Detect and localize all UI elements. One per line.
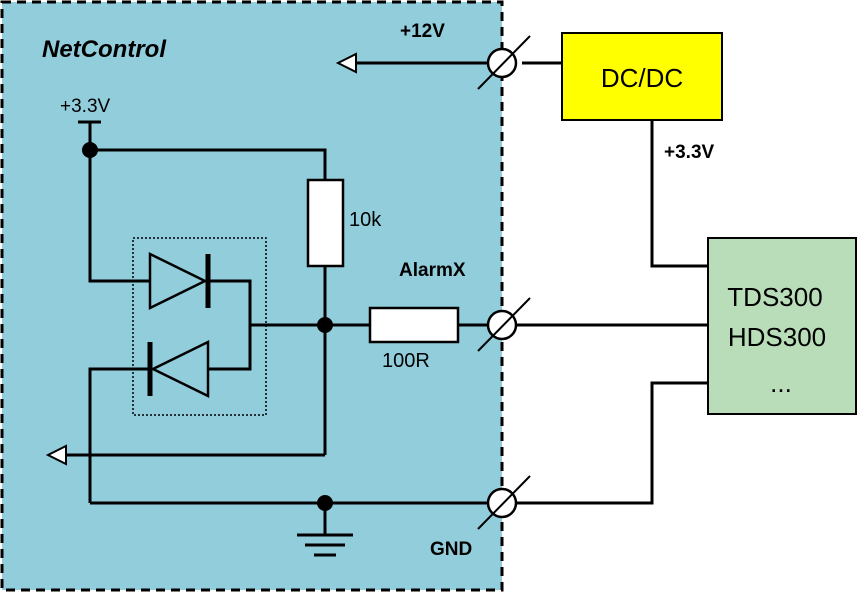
output-arrow-wire bbox=[45, 444, 325, 466]
pullup-resistor-label: 10k bbox=[349, 209, 382, 231]
diode-1 bbox=[148, 251, 252, 325]
diode-2 bbox=[88, 325, 252, 503]
terminal-12v bbox=[477, 35, 531, 90]
supply-12v-wire bbox=[335, 52, 562, 74]
netcontrol-title: NetControl bbox=[42, 36, 167, 63]
junction-alarm bbox=[317, 317, 333, 333]
dcdc-box bbox=[561, 32, 723, 121]
netcontrol-box bbox=[0, 0, 504, 592]
ground-label: GND bbox=[430, 539, 472, 560]
pullup-top-wire bbox=[90, 148, 327, 180]
alarm-signal-label: AlarmX bbox=[399, 260, 466, 281]
junction-supply bbox=[82, 142, 98, 158]
dcdc-output-wire bbox=[650, 120, 708, 268]
local-supply-label: +3.3V bbox=[60, 96, 111, 117]
supply-12v-label: +12V bbox=[400, 21, 445, 42]
gnd-device-wire bbox=[516, 381, 708, 505]
series-resistor-label: 100R bbox=[382, 350, 430, 372]
device-line-1: TDS300 bbox=[727, 282, 822, 312]
series-resistor bbox=[368, 306, 460, 344]
device-line-3: ... bbox=[770, 368, 792, 398]
diode1-anode-wire bbox=[88, 150, 150, 283]
ground-symbol bbox=[297, 503, 353, 557]
device-line-2: HDS300 bbox=[728, 322, 826, 352]
dcdc-output-label: +3.3V bbox=[664, 142, 715, 163]
dcdc-label: DC/DC bbox=[601, 63, 683, 93]
pullup-resistor bbox=[306, 178, 345, 268]
